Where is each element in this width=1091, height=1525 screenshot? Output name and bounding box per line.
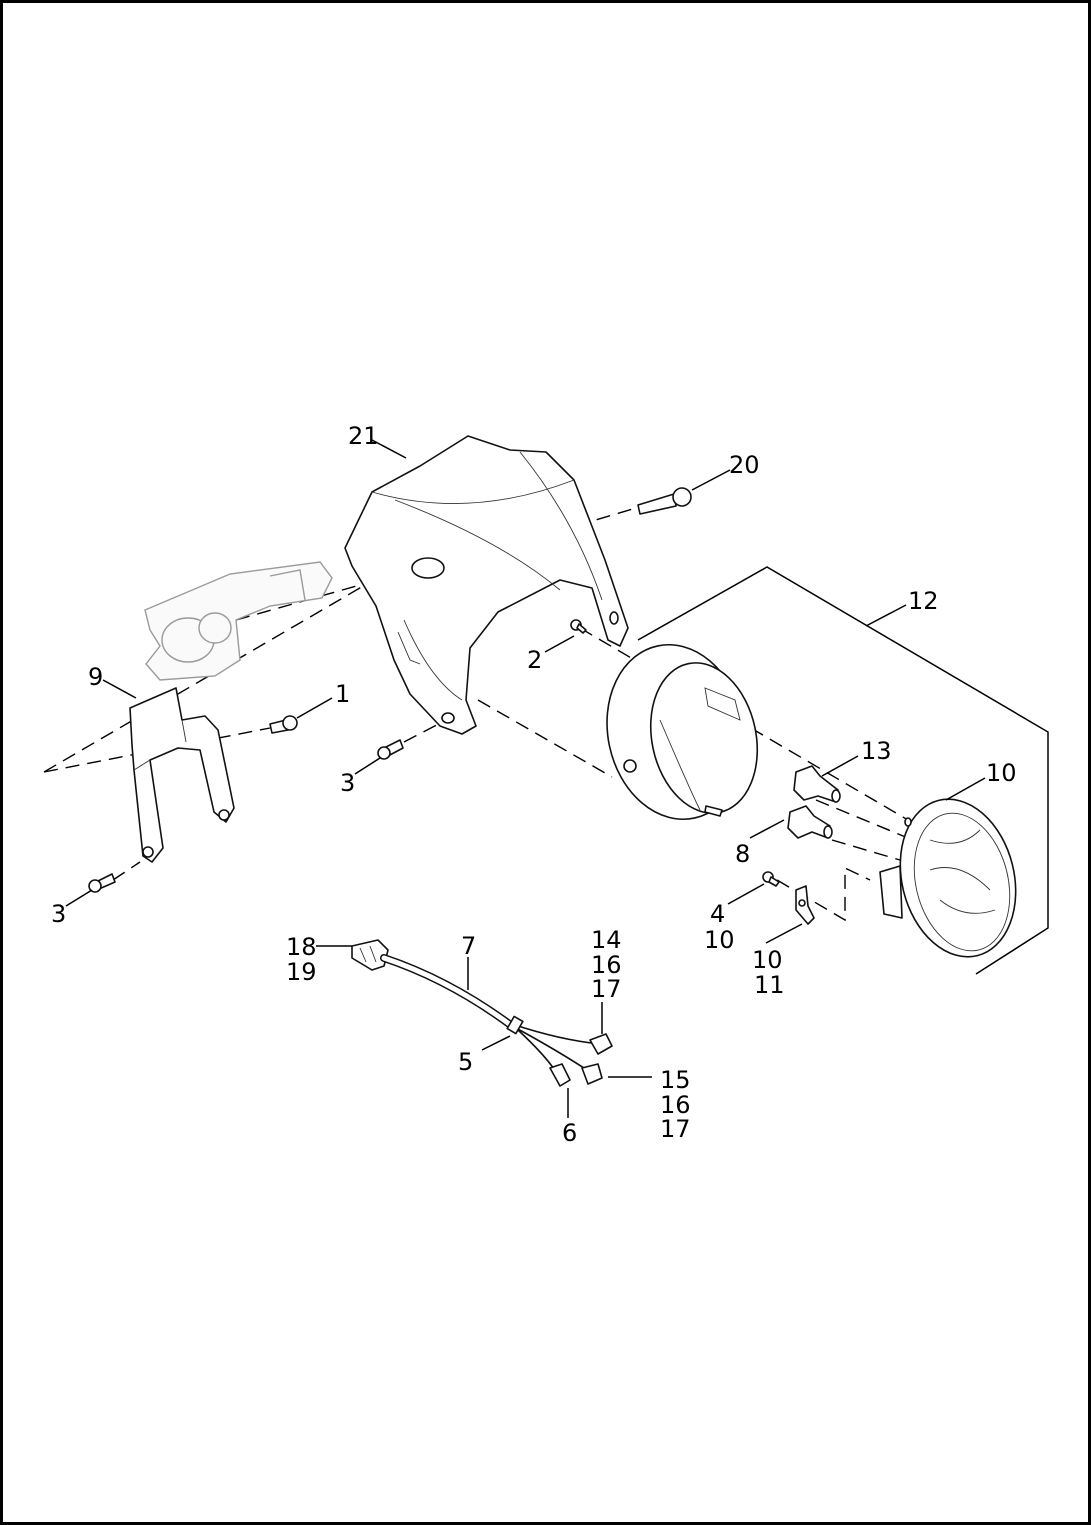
mounting-bracket <box>129 687 235 863</box>
callouts: 21 20 12 2 9 1 3 3 13 10 8 4 10 10 11 18… <box>51 422 1017 1147</box>
headlamp-unit <box>879 798 1017 958</box>
callout-18: 18 <box>286 933 317 961</box>
screw-1 <box>269 715 298 734</box>
callout-3-upper: 3 <box>340 769 355 797</box>
callout-15-16: 16 <box>660 1091 691 1119</box>
leader-lines <box>65 439 986 1118</box>
clip-10-11 <box>795 885 815 925</box>
callout-4: 4 <box>710 900 725 928</box>
bolt-20 <box>637 487 692 515</box>
wiring-harness <box>351 939 613 1087</box>
callout-14-16: 16 <box>591 951 622 979</box>
callout-4-10: 10 <box>704 926 735 954</box>
callout-12: 12 <box>908 587 939 615</box>
callout-9: 9 <box>88 663 103 691</box>
callout-20: 20 <box>729 451 760 479</box>
headlamp-visor <box>344 435 629 735</box>
callout-11: 11 <box>754 971 785 999</box>
screw-3-lower <box>88 873 116 893</box>
callout-13: 13 <box>861 737 892 765</box>
callout-10-clip: 10 <box>752 946 783 974</box>
headlamp-housing <box>606 643 759 821</box>
callout-2: 2 <box>527 646 542 674</box>
callout-8: 8 <box>735 840 750 868</box>
screw-2 <box>570 619 587 634</box>
callout-15: 15 <box>660 1066 691 1094</box>
callout-7: 7 <box>461 932 476 960</box>
callout-14-17: 17 <box>591 975 622 1003</box>
callout-14: 14 <box>591 926 622 954</box>
callout-5: 5 <box>458 1048 473 1076</box>
bulb-13 <box>793 765 841 803</box>
callout-10-headlamp: 10 <box>986 759 1017 787</box>
fork-clamp-ghost <box>144 561 333 681</box>
callout-15-17: 17 <box>660 1115 691 1143</box>
callout-21: 21 <box>348 422 379 450</box>
callout-1: 1 <box>335 680 350 708</box>
screw-3-upper <box>377 739 404 760</box>
callout-3-lower: 3 <box>51 900 66 928</box>
callout-19: 19 <box>286 958 317 986</box>
group-bracket-12 <box>637 566 1049 975</box>
bulb-8 <box>787 805 833 839</box>
callout-6: 6 <box>562 1119 577 1147</box>
screw-4 <box>762 871 780 887</box>
